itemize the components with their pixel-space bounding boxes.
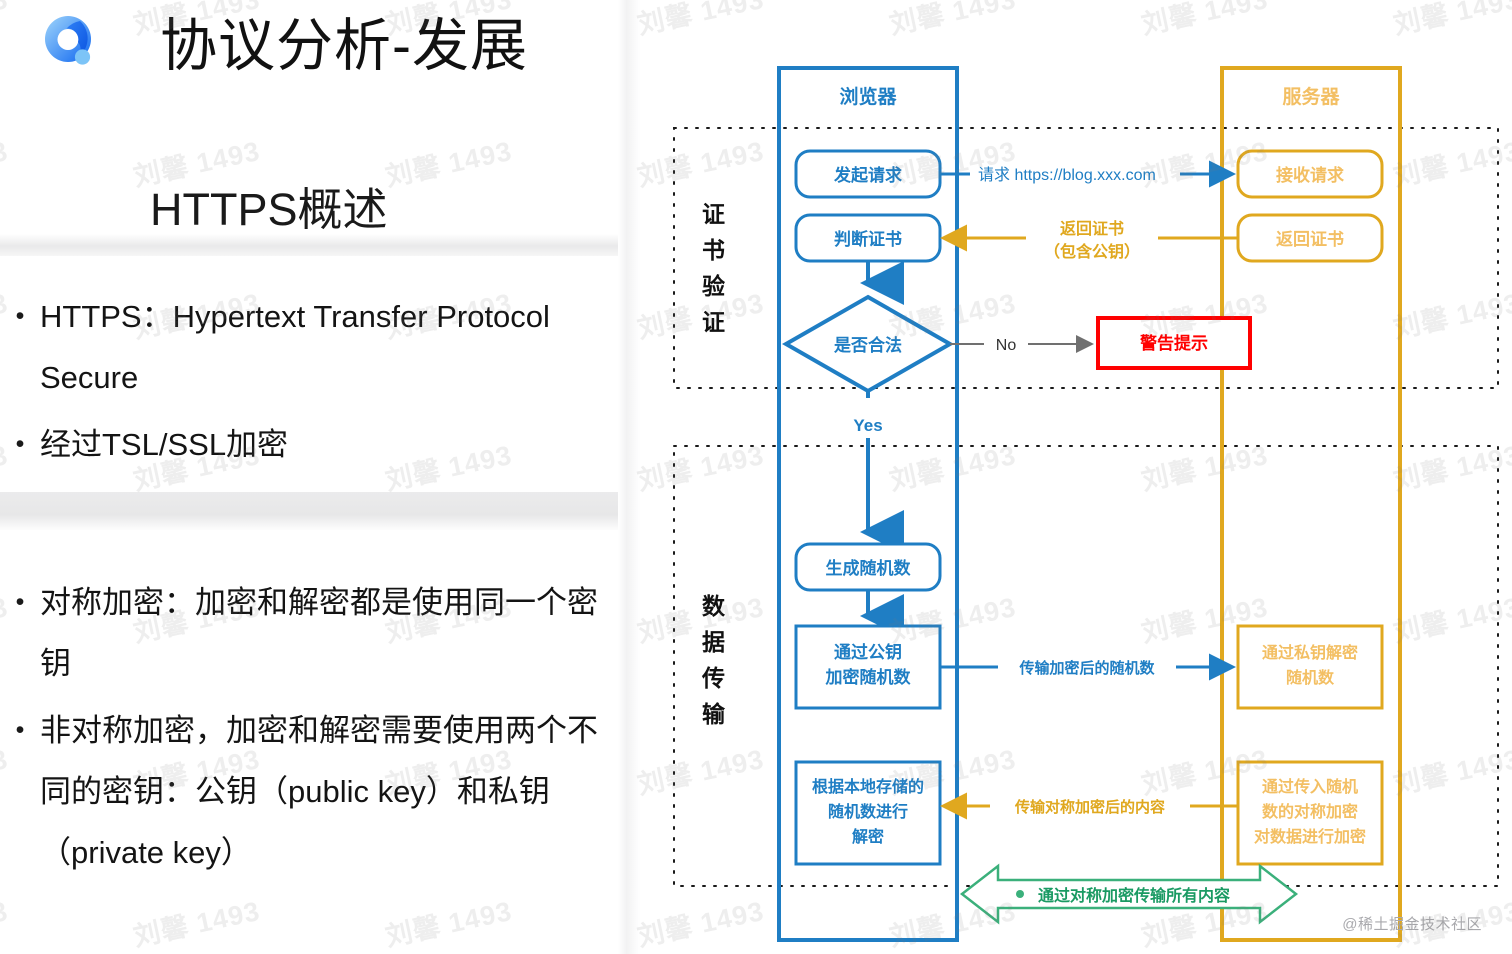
svg-text:证: 证 (702, 309, 725, 335)
phase-label-data-transfer: 数 据 传 输 (701, 593, 726, 727)
node-return-cert: 返回证书 (1236, 213, 1384, 263)
node-warning: 警告提示 (1096, 316, 1252, 370)
node-recv-request: 接收请求 (1236, 149, 1384, 199)
divider-band-top (0, 234, 622, 256)
edge-label-return-cert-1: 返回证书 (1060, 219, 1124, 238)
page-title: 协议分析-发展 (160, 14, 528, 78)
node-sym-encrypt: 通过传入随机 数的对称加密 对数据进行加密 (1236, 760, 1384, 866)
edge-transfer-random-bg (998, 652, 1176, 680)
list-item: • 经过TSL/SSL加密 (0, 414, 625, 475)
node-label: 通过公钥 (834, 642, 902, 662)
svg-text:数: 数 (702, 593, 726, 619)
node-label: 随机数进行 (828, 802, 908, 821)
left-content-pane (0, 0, 640, 954)
watermark-text: 刘馨 1493 (634, 0, 767, 40)
bullet-marker: • (15, 430, 25, 458)
bullet-text: HTTPS：Hypertext Transfer Protocol Secure (40, 299, 550, 395)
list-item: • 对称加密：加密和解密都是使用同一个密钥 (0, 572, 625, 694)
phase-label-char: 证 (702, 201, 725, 227)
node-priv-decrypt: 通过私钥解密 随机数 (1236, 624, 1384, 710)
bullet-marker: • (15, 588, 25, 616)
node-label: 是否合法 (834, 335, 902, 355)
node-encrypt-random: 通过公钥 加密随机数 (794, 624, 942, 710)
phase-label-cert-validation: 证 书 验 证 (702, 201, 725, 335)
node-label: 发起请求 (833, 165, 902, 185)
edge-label-symmetric-all: 通过对称加密传输所有内容 (1038, 886, 1230, 905)
svg-text:据: 据 (702, 629, 725, 655)
bullet-list-encryption: • 对称加密：加密和解密都是使用同一个密钥 • 非对称加密，加密和解密需要使用两… (0, 572, 625, 889)
node-label: 加密随机数 (825, 667, 912, 687)
node-label: 根据本地存储的 (812, 777, 924, 796)
node-is-valid: 是否合法 (781, 294, 955, 394)
node-label: 解密 (852, 827, 884, 846)
qq-browser-logo-icon (37, 12, 99, 74)
bullet-list-definition: • HTTPS：Hypertext Transfer Protocol Secu… (0, 286, 625, 481)
edge-label-no: No (996, 337, 1017, 354)
pane-edge-shadow (618, 0, 640, 954)
credit-watermark: @稀土掘金技术社区 (1342, 916, 1482, 933)
bullet-text: 经过TSL/SSL加密 (40, 427, 289, 462)
node-label: 生成随机数 (826, 558, 912, 578)
node-label: 对数据进行加密 (1254, 827, 1366, 846)
lane-browser (777, 66, 959, 942)
bullet-text: 对称加密：加密和解密都是使用同一个密钥 (40, 585, 598, 681)
list-item: • HTTPS：Hypertext Transfer Protocol Secu… (0, 286, 625, 408)
svg-text:传: 传 (701, 665, 725, 691)
node-label: 接收请求 (1276, 165, 1344, 185)
bullet-marker: • (15, 302, 25, 330)
edge-transfer-sym-bg (990, 792, 1190, 818)
edge-symmetric-all: 通过对称加密传输所有内容 (959, 863, 1299, 925)
section-title: HTTPS概述 (150, 184, 388, 235)
node-label: 判断证书 (834, 229, 902, 249)
node-label: 通过私钥解密 (1262, 643, 1358, 662)
watermark-text: 刘馨 1493 (1138, 0, 1271, 40)
lane-title-server: 服务器 (1282, 85, 1340, 108)
svg-text:书: 书 (702, 237, 725, 263)
edge-label-yes: Yes (853, 416, 882, 435)
node-decrypt-local: 根据本地存储的 随机数进行 解密 (794, 760, 942, 866)
node-send-request: 发起请求 (794, 149, 942, 199)
bullet-text: 非对称加密，加密和解密需要使用两个不同的密钥：公钥（public key）和私钥… (40, 713, 598, 870)
bullet-dot-icon (1016, 890, 1024, 898)
edge-label-transfer-symmetric-content: 传输对称加密后的内容 (1014, 798, 1165, 816)
phase-box-data-transfer (673, 445, 1499, 887)
https-handshake-flowchart: 证 书 验 证 数 据 传 输 浏览器 服务器 发起请求 判断证书 (660, 54, 1512, 954)
list-item: • 非对称加密，加密和解密需要使用两个不同的密钥：公钥（public key）和… (0, 700, 625, 883)
edge-label-transfer-encrypted-random: 传输加密后的随机数 (1018, 659, 1155, 677)
svg-text:输: 输 (702, 701, 726, 727)
divider-band-mid (0, 492, 622, 530)
edge-request-url-bg (970, 158, 1180, 188)
watermark-text: 刘馨 1493 (1390, 0, 1512, 40)
node-label: 数的对称加密 (1262, 802, 1358, 821)
edge-label-return-cert-2: （包含公钥） (1044, 242, 1140, 261)
node-label: 返回证书 (1276, 230, 1344, 249)
edge-label-request-url: 请求 https://blog.xxx.com (978, 166, 1156, 184)
node-gen-random: 生成随机数 (794, 542, 942, 592)
edge-yes-label-bg (846, 398, 892, 438)
node-label: 随机数 (1286, 668, 1335, 687)
lane-server (1220, 66, 1402, 942)
phase-box-cert-validation (673, 127, 1499, 389)
edge-return-cert-bg (1026, 222, 1158, 242)
node-label: 警告提示 (1139, 333, 1208, 353)
node-label: 通过传入随机 (1262, 777, 1358, 796)
lane-title-browser: 浏览器 (839, 85, 897, 108)
svg-text:验: 验 (702, 273, 725, 299)
node-check-cert: 判断证书 (794, 213, 942, 263)
bullet-marker: • (15, 716, 25, 744)
watermark-text: 刘馨 1493 (886, 0, 1019, 40)
